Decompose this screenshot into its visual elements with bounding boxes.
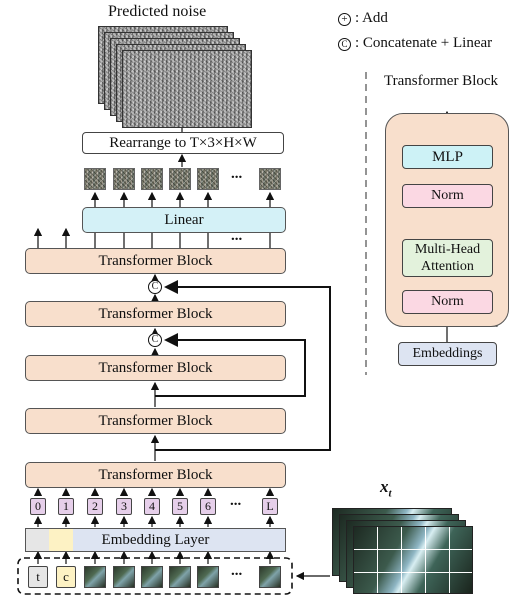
image-patch	[259, 566, 281, 588]
detail-embeddings: Embeddings	[398, 342, 497, 366]
image-patch	[141, 566, 163, 588]
embedding-layer-label: Embedding Layer	[101, 532, 210, 548]
legend-add-icon: +	[338, 13, 351, 26]
concat-symbol-1: C	[148, 280, 162, 294]
concat-symbol-label: C	[151, 281, 159, 292]
linear-label: Linear	[164, 212, 204, 228]
detail-norm-top: Norm	[402, 184, 493, 208]
detail-mlp: MLP	[402, 145, 493, 169]
embeddings-label: Embeddings	[412, 346, 483, 361]
token-index: 5	[172, 498, 188, 515]
attention-line-1: Multi-Head	[414, 242, 481, 257]
transformer-block-5: Transformer Block	[25, 248, 286, 274]
concat-symbol-2: C	[148, 333, 162, 347]
input-token-t: t	[28, 566, 48, 588]
xt-subscript: t	[388, 487, 392, 500]
predicted-noise-title: Predicted noise	[108, 3, 207, 20]
noise-patch	[259, 168, 281, 190]
noise-frame	[122, 50, 252, 128]
token-index: L	[262, 498, 278, 515]
mlp-label: MLP	[432, 149, 463, 165]
token-index: 1	[58, 498, 74, 515]
legend-add-label: : Add	[355, 10, 388, 26]
noise-patch	[141, 168, 163, 190]
concat-symbol-label: C	[151, 334, 159, 345]
attention-line-2: Attention	[421, 259, 474, 274]
transformer-block-label: Transformer Block	[98, 413, 213, 429]
legend-concat-label: : Concatenate + Linear	[355, 35, 493, 51]
token-index: 6	[200, 498, 216, 515]
norm-label: Norm	[431, 294, 464, 309]
noise-patch	[197, 168, 219, 190]
image-patch	[84, 566, 106, 588]
embedding-layer: Embedding Layer	[25, 528, 286, 552]
noise-patch	[113, 168, 135, 190]
rearrange-box: Rearrange to T×3×H×W	[82, 132, 284, 154]
image-patch	[113, 566, 135, 588]
token-index: 0	[30, 498, 46, 515]
patch-ellipsis: ...	[231, 166, 243, 182]
detail-norm-bottom: Norm	[402, 290, 493, 314]
transformer-block-3: Transformer Block	[25, 355, 286, 381]
token-index: 2	[87, 498, 103, 515]
linear-ellipsis: ...	[231, 228, 243, 244]
token-ellipsis: ...	[230, 493, 242, 509]
transformer-block-label: Transformer Block	[98, 306, 213, 322]
noise-patch	[84, 168, 106, 190]
detail-title: Transformer Block	[384, 73, 499, 89]
linear-box: Linear	[82, 207, 286, 233]
concat-symbol: C	[341, 39, 348, 49]
image-patch	[197, 566, 219, 588]
xt-label: xt	[380, 477, 392, 499]
token-index: 4	[144, 498, 160, 515]
input-token-c: c	[56, 566, 76, 588]
video-frame	[353, 526, 473, 594]
input-ellipsis: ...	[231, 563, 243, 579]
xt-symbol: x	[380, 477, 389, 496]
transformer-block-label: Transformer Block	[98, 467, 213, 483]
detail-attention: Multi-Head Attention	[402, 239, 493, 277]
transformer-block-label: Transformer Block	[98, 360, 213, 376]
image-patch	[169, 566, 191, 588]
norm-label: Norm	[431, 188, 464, 203]
transformer-block-2: Transformer Block	[25, 408, 286, 434]
add-symbol: +	[341, 13, 348, 25]
transformer-block-1: Transformer Block	[25, 462, 286, 488]
transformer-block-label: Transformer Block	[98, 253, 213, 269]
noise-patch	[169, 168, 191, 190]
rearrange-label: Rearrange to T×3×H×W	[109, 135, 257, 151]
transformer-block-4: Transformer Block	[25, 301, 286, 327]
token-index: 3	[116, 498, 132, 515]
legend-concat-icon: C	[338, 38, 351, 51]
